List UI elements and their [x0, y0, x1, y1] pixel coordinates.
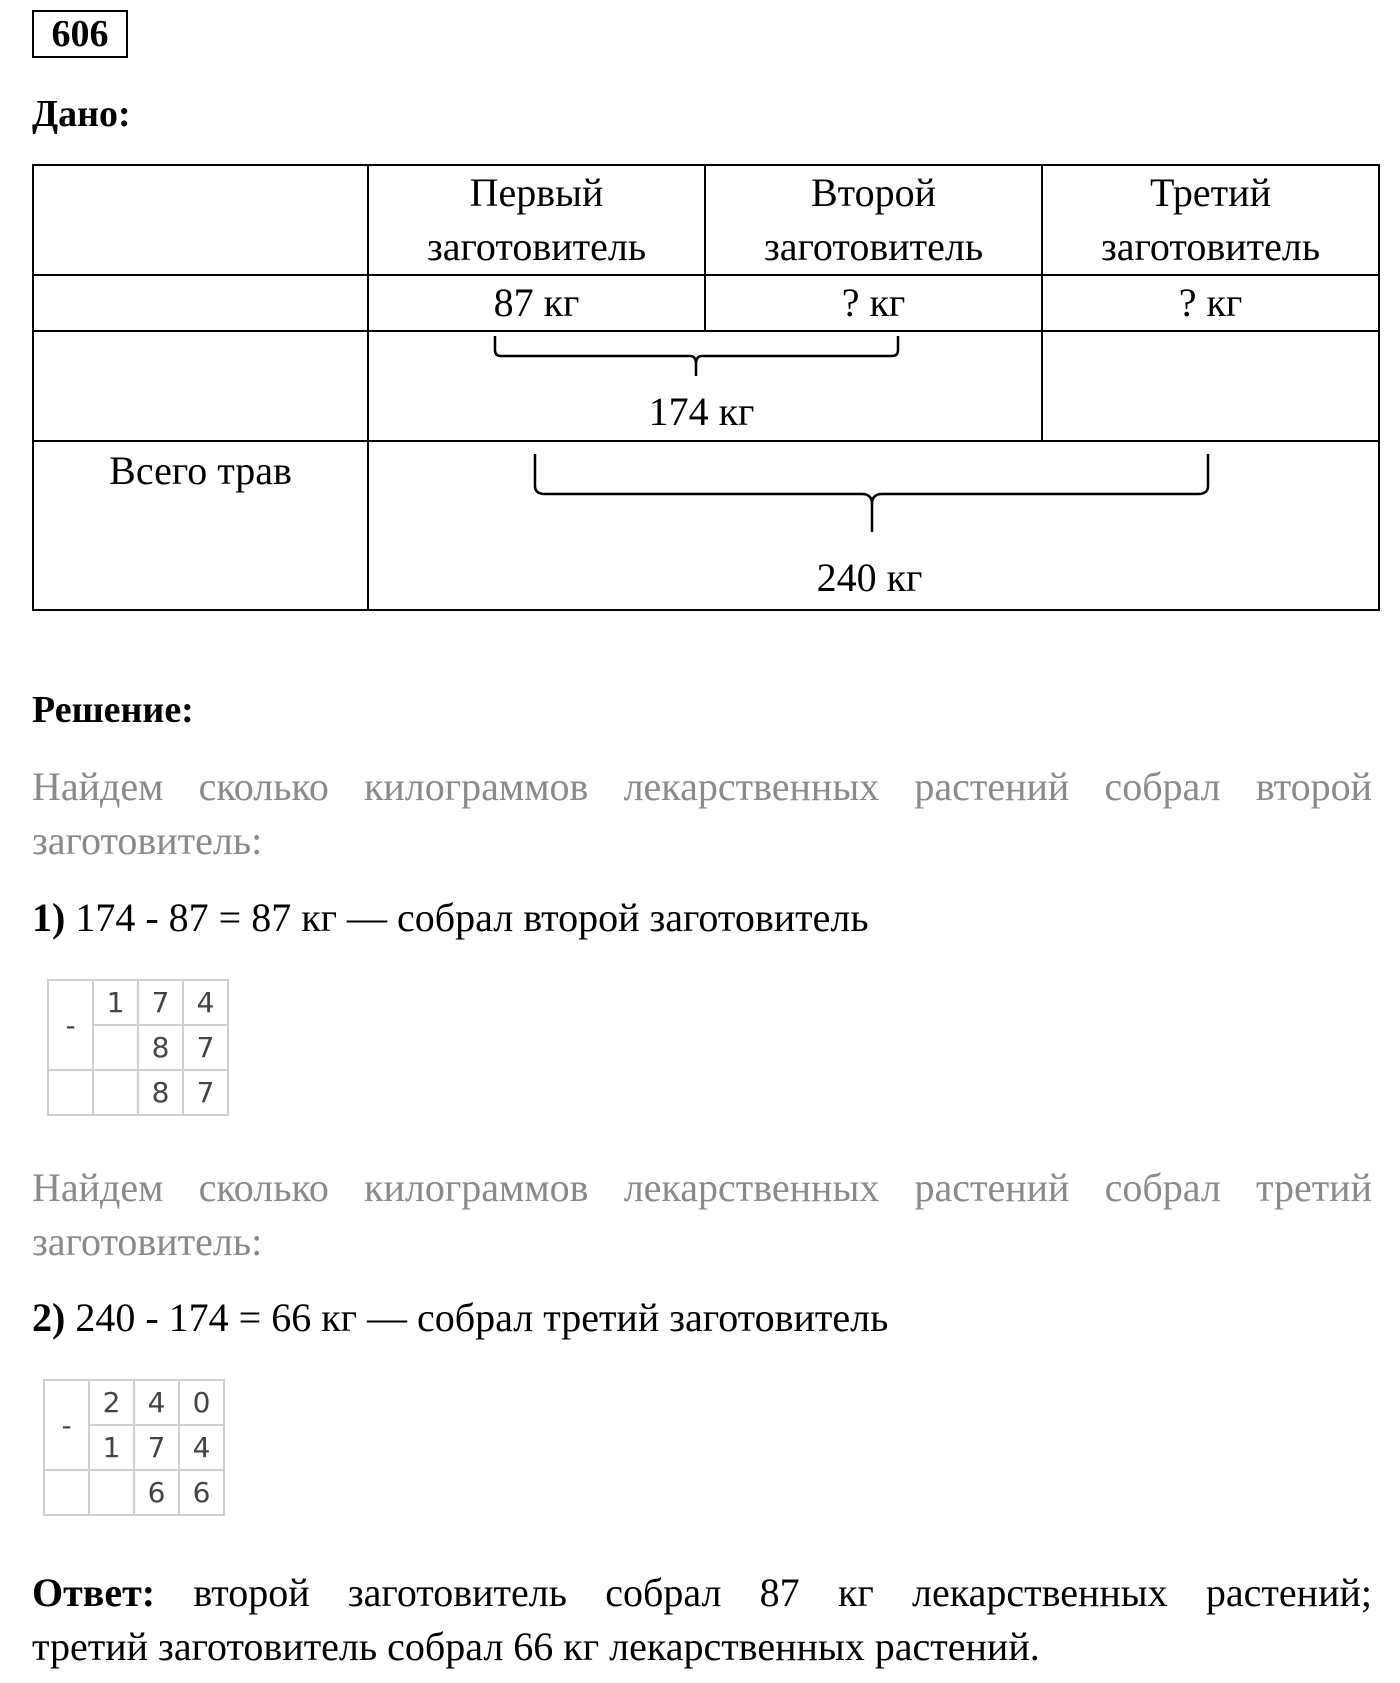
sum-third-cell [1041, 330, 1380, 442]
paragraph-1: Найдем сколько килограммов лекарственных… [32, 764, 1372, 863]
calc-1-grid: - 1 7 4 8 7 8 7 [47, 979, 229, 1116]
problem-number: 606 [32, 10, 128, 58]
total-row-label: Всего трав [32, 440, 369, 611]
table-corner-cell [32, 164, 369, 276]
header-first-collector: Первый заготовитель [367, 164, 706, 276]
step-1: 1) 174 - 87 = 87 кг — собрал второй заго… [32, 895, 869, 940]
calc-2-grid: - 2 4 0 1 7 4 6 6 [43, 1379, 225, 1516]
mass-second: ? кг [704, 274, 1043, 332]
answer-label: Ответ: [32, 1570, 156, 1615]
calc-2-row-result: 6 6 [43, 1469, 225, 1516]
mass-first: 87 кг [367, 274, 706, 332]
header-second-collector: Второй заготовитель [704, 164, 1043, 276]
answer: Ответ: второй заготовитель собрал 87 кг … [32, 1566, 1372, 1674]
header-third-collector: Третий заготовитель [1041, 164, 1380, 276]
calc-2-operator: - [43, 1379, 90, 1471]
mass-row-label [32, 274, 369, 332]
calc-2-row-subtrahend: 1 7 4 [44, 1424, 225, 1471]
table-mass-row: 87 кг ? кг ? кг [32, 274, 1380, 332]
calc-2-row-minuend: - 2 4 0 [43, 1379, 225, 1471]
calc-1-row-minuend: - 1 7 4 [47, 979, 229, 1071]
brace-first-two [493, 336, 900, 376]
mass-third: ? кг [1041, 274, 1380, 332]
braces-overlay [493, 336, 1210, 532]
table-sum-row [32, 330, 1380, 442]
calc-1-operator: - [47, 979, 94, 1071]
step-2: 2) 240 - 174 = 66 кг — собрал третий заг… [32, 1295, 889, 1340]
answer-line-2: третий заготовитель собрал 66 кг лекарст… [32, 1624, 1040, 1669]
calc-1-row-result: 8 7 [47, 1069, 229, 1116]
answer-line-1: второй заготовитель собрал 87 кг лекарст… [193, 1570, 1372, 1615]
brace-total [533, 454, 1210, 532]
total-value: 240 кг [816, 555, 923, 600]
given-table: Первый заготовитель Второй заготовитель … [32, 164, 1380, 611]
sum-first-two-value: 174 кг [648, 389, 755, 434]
table-header-row: Первый заготовитель Второй заготовитель … [32, 164, 1380, 276]
sum-row-label [32, 330, 369, 442]
paragraph-2: Найдем сколько килограммов лекарственных… [32, 1165, 1372, 1264]
solution-heading: Решение: [32, 689, 194, 731]
calc-1-row-subtrahend: 8 7 [48, 1024, 229, 1071]
given-heading: Дано: [32, 93, 131, 135]
sum-first-two-cell [367, 330, 1043, 442]
